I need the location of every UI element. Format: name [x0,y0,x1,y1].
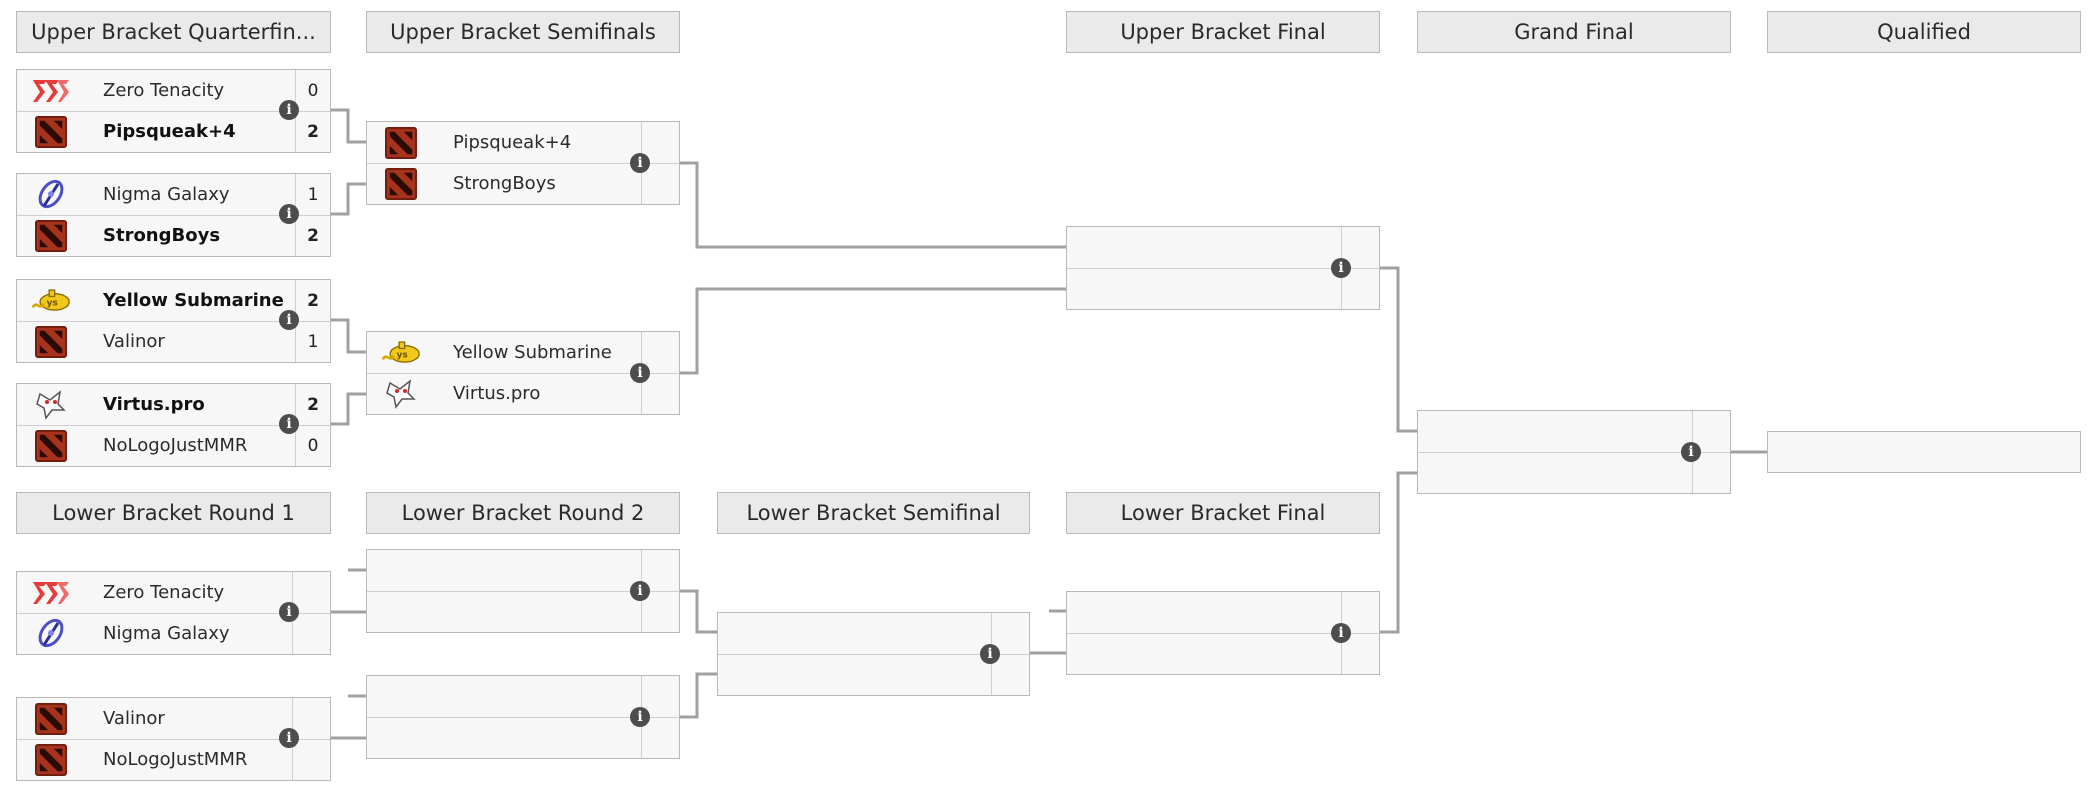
match-ubsf-1: Pipsqueak+4 StrongBoys [366,121,680,205]
match-ubsf-2: Yellow Submarine Virtus.pro [366,331,680,415]
match-slot[interactable]: Nigma Galaxy [17,613,330,654]
match-ubqf-1: Zero Tenacity 0 Pipsqueak+4 2 [16,69,331,153]
team-name: Virtus.pro [103,394,205,415]
zero-tenacity-logo-icon [31,576,71,610]
header-qualified: Qualified [1767,11,2081,53]
match-ubqf-3: Yellow Submarine 2 Valinor 1 [16,279,331,363]
team-name: NoLogoJustMMR [103,435,248,456]
match-info-icon[interactable]: i [279,100,299,120]
match-lbr2-2 [366,675,680,759]
match-grand-final [1417,410,1731,494]
match-slot[interactable]: StrongBoys [367,163,679,204]
team-name: Pipsqueak+4 [103,121,236,142]
match-slot[interactable]: Zero Tenacity [17,572,330,614]
team-name: Pipsqueak+4 [453,132,572,153]
header-lower-bracket-semifinal: Lower Bracket Semifinal [717,492,1030,534]
team-name: Yellow Submarine [103,290,284,311]
header-upper-bracket-quarterfinals: Upper Bracket Quarterfin... [16,11,331,53]
dota2-logo-icon [31,115,71,149]
match-slot[interactable]: Valinor 1 [17,321,330,362]
team-name: Nigma Galaxy [103,623,230,644]
header-lower-bracket-round-2: Lower Bracket Round 2 [366,492,680,534]
match-lbr1-1: Zero Tenacity Nigma Galaxy [16,571,331,655]
team-name: StrongBoys [453,173,556,194]
match-slot-empty[interactable] [1418,411,1730,453]
team-name: Zero Tenacity [103,80,225,101]
team-score: 1 [295,174,330,215]
match-ubqf-4: Virtus.pro 2 NoLogoJustMMR 0 [16,383,331,467]
match-info-icon[interactable]: i [279,728,299,748]
team-name: Virtus.pro [453,383,541,404]
qualified-slot[interactable] [1767,431,2081,473]
match-slot-empty[interactable] [1067,592,1379,634]
virtus-pro-logo-icon [31,388,71,422]
match-info-icon[interactable]: i [279,602,299,622]
team-score: 2 [295,384,330,425]
team-score: 0 [295,70,330,111]
zero-tenacity-logo-icon [31,74,71,108]
match-slot[interactable]: Pipsqueak+4 2 [17,111,330,152]
match-info-icon[interactable]: i [279,414,299,434]
dota2-logo-icon [31,325,71,359]
match-slot-empty[interactable] [367,676,679,718]
match-slot[interactable]: Virtus.pro [367,373,679,414]
team-name: Zero Tenacity [103,582,225,603]
match-info-icon[interactable]: i [279,204,299,224]
match-lb-semifinal [717,612,1030,696]
match-info-icon[interactable]: i [630,363,650,383]
match-slot[interactable]: Zero Tenacity 0 [17,70,330,112]
header-grand-final: Grand Final [1417,11,1731,53]
match-slot[interactable]: Yellow Submarine 2 [17,280,330,322]
match-info-icon[interactable]: i [1331,623,1351,643]
match-lbr2-1 [366,549,680,633]
team-name: Valinor [103,708,165,729]
team-name: StrongBoys [103,225,221,246]
team-name: Nigma Galaxy [103,184,230,205]
dota2-logo-icon [31,743,71,777]
match-slot[interactable]: Virtus.pro 2 [17,384,330,426]
match-ubqf-2: Nigma Galaxy 1 StrongBoys 2 [16,173,331,257]
header-lower-bracket-round-1: Lower Bracket Round 1 [16,492,331,534]
team-score: 2 [295,280,330,321]
dota2-logo-icon [381,126,421,160]
match-slot-empty[interactable] [367,550,679,592]
match-slot[interactable]: NoLogoJustMMR 0 [17,425,330,466]
virtus-pro-logo-icon [381,377,421,411]
match-info-icon[interactable]: i [1681,442,1701,462]
nigma-galaxy-logo-icon [31,617,71,651]
match-slot[interactable]: StrongBoys 2 [17,215,330,256]
dota2-logo-icon [31,702,71,736]
match-slot[interactable]: Nigma Galaxy 1 [17,174,330,216]
yellow-submarine-logo-icon [31,284,71,318]
match-slot-empty[interactable] [718,613,1029,655]
header-upper-bracket-semifinals: Upper Bracket Semifinals [366,11,680,53]
team-score: 2 [295,215,330,256]
match-lbr1-2: Valinor NoLogoJustMMR [16,697,331,781]
team-score: 0 [295,425,330,466]
dota2-logo-icon [381,167,421,201]
yellow-submarine-logo-icon [381,336,421,370]
match-info-icon[interactable]: i [630,153,650,173]
dota2-logo-icon [31,429,71,463]
team-name: NoLogoJustMMR [103,749,248,770]
header-upper-bracket-final: Upper Bracket Final [1066,11,1380,53]
team-name: Valinor [103,331,165,352]
match-info-icon[interactable]: i [630,581,650,601]
match-info-icon[interactable]: i [279,310,299,330]
header-lower-bracket-final: Lower Bracket Final [1066,492,1380,534]
match-slot[interactable]: NoLogoJustMMR [17,739,330,780]
match-info-icon[interactable]: i [1331,258,1351,278]
match-info-icon[interactable]: i [630,707,650,727]
team-score: 1 [295,321,330,362]
dota2-logo-icon [31,219,71,253]
nigma-galaxy-logo-icon [31,178,71,212]
match-slot[interactable]: Yellow Submarine [367,332,679,374]
match-ub-final [1066,226,1380,310]
team-score: 2 [295,111,330,152]
match-info-icon[interactable]: i [980,644,1000,664]
team-name: Yellow Submarine [453,342,612,363]
match-slot[interactable]: Pipsqueak+4 [367,122,679,164]
match-slot[interactable]: Valinor [17,698,330,740]
match-slot-empty[interactable] [1067,227,1379,269]
